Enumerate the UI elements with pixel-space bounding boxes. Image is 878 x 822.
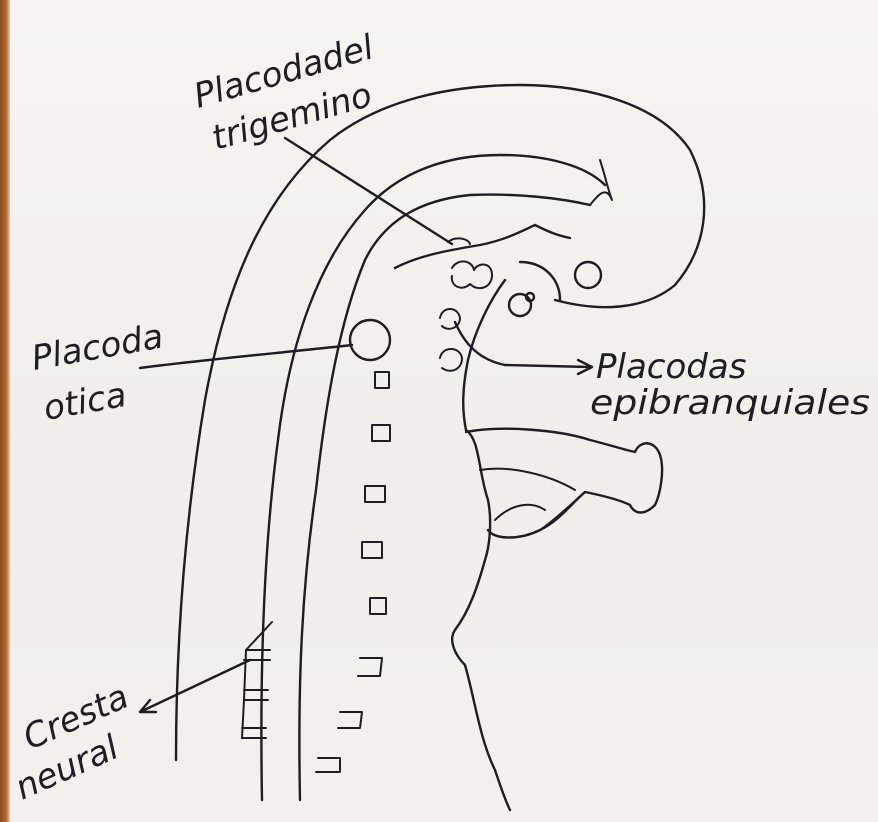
somite: [316, 758, 340, 772]
somite: [362, 542, 382, 558]
crest-segment: [244, 690, 268, 700]
somite: [375, 372, 389, 388]
otic-placode-circle: [350, 320, 390, 360]
somite: [372, 425, 390, 441]
somite: [365, 486, 385, 502]
epibranchial-label-line1: Placodas: [596, 347, 746, 387]
trigeminal-leader: [285, 138, 452, 244]
face-line: [395, 225, 570, 268]
ventral-outline: [452, 430, 510, 810]
otic-leader: [140, 345, 352, 368]
somite: [370, 598, 386, 614]
neural-crest-leader: [140, 660, 250, 712]
somite: [338, 712, 362, 728]
otic-label-line1: Placoda: [29, 316, 167, 378]
somite: [358, 658, 382, 676]
eye-circle: [575, 262, 601, 288]
inner-outline: [261, 155, 605, 800]
neural-tube-line: [299, 195, 590, 800]
somite-column: [316, 372, 390, 772]
otic-label-line2: otica: [41, 375, 130, 429]
epibranchial-label-line2: epibranquiales: [590, 383, 870, 423]
epibranchial-leader: [455, 322, 592, 374]
epibranchial-placode-2: [440, 349, 462, 371]
crest-segment: [246, 622, 272, 650]
neural-crest-cells: [242, 622, 272, 738]
heart-inner: [480, 469, 585, 530]
small-placode-circle: [509, 294, 531, 316]
